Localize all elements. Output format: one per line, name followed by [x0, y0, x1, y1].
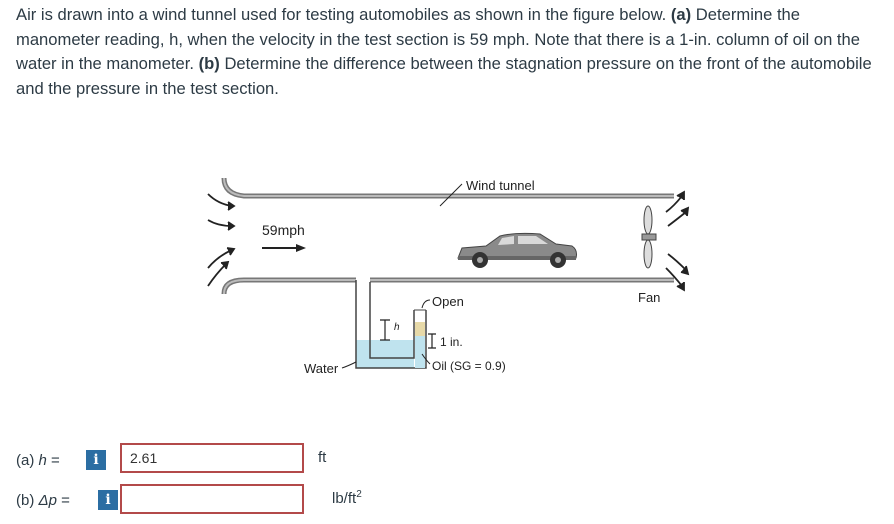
oil-column	[415, 322, 425, 336]
wind-tunnel-figure: 59mph Wind tunnel Fan	[196, 170, 696, 390]
fan-label: Fan	[638, 290, 660, 305]
answer-row-b: (b) Δp = i	[16, 482, 118, 518]
problem-statement: Air is drawn into a wind tunnel used for…	[16, 3, 882, 101]
speed-label: 59mph	[262, 222, 305, 238]
problem-text-3: Determine the difference between the sta…	[16, 54, 872, 98]
info-icon[interactable]: i	[98, 490, 118, 510]
answer-b-variable: Δp	[38, 491, 57, 509]
water-fill	[370, 340, 414, 368]
one-inch-label: 1 in.	[440, 335, 463, 349]
automobile-icon	[457, 232, 577, 268]
answer-a-suffix: =	[46, 451, 60, 469]
manometer	[355, 280, 427, 369]
answer-b-suffix: =	[56, 491, 70, 509]
info-icon[interactable]: i	[86, 450, 106, 470]
tunnel-top-wall	[221, 177, 674, 199]
part-b-marker: (b)	[198, 54, 220, 74]
fan-icon	[641, 205, 657, 269]
open-label: Open	[432, 294, 464, 309]
h-label: h	[394, 322, 400, 333]
water-label: Water	[304, 361, 339, 376]
wind-tunnel-label: Wind tunnel	[466, 178, 535, 193]
tunnel-bottom-wall	[221, 277, 674, 295]
answer-b-unit-base: lb/ft	[332, 490, 357, 507]
answer-b-label: (b) Δp =	[16, 492, 94, 509]
problem-text-2: Determine the manometer reading, h, when…	[16, 5, 860, 74]
answer-a-input[interactable]	[120, 443, 304, 473]
problem-text-1: Air is drawn into a wind tunnel used for…	[16, 5, 671, 24]
oil-label: Oil (SG = 0.9)	[432, 359, 506, 373]
intake-arrows	[207, 193, 236, 287]
answer-b-input[interactable]	[120, 484, 304, 514]
answer-b-unit: lb/ft2	[332, 489, 362, 507]
answer-a-prefix: (a)	[16, 451, 39, 469]
answer-a-label: (a) h =	[16, 452, 82, 469]
answer-a-variable: h	[38, 451, 47, 469]
wind-tunnel-diagram: 59mph Wind tunnel Fan	[207, 177, 690, 376]
answer-row-a: (a) h = i	[16, 442, 106, 478]
exhaust-arrows	[665, 190, 690, 292]
answer-b-unit-sup: 2	[356, 489, 362, 500]
answer-a-unit: ft	[318, 449, 327, 466]
answer-b-prefix: (b)	[16, 491, 39, 509]
part-a-marker: (a)	[670, 5, 692, 24]
